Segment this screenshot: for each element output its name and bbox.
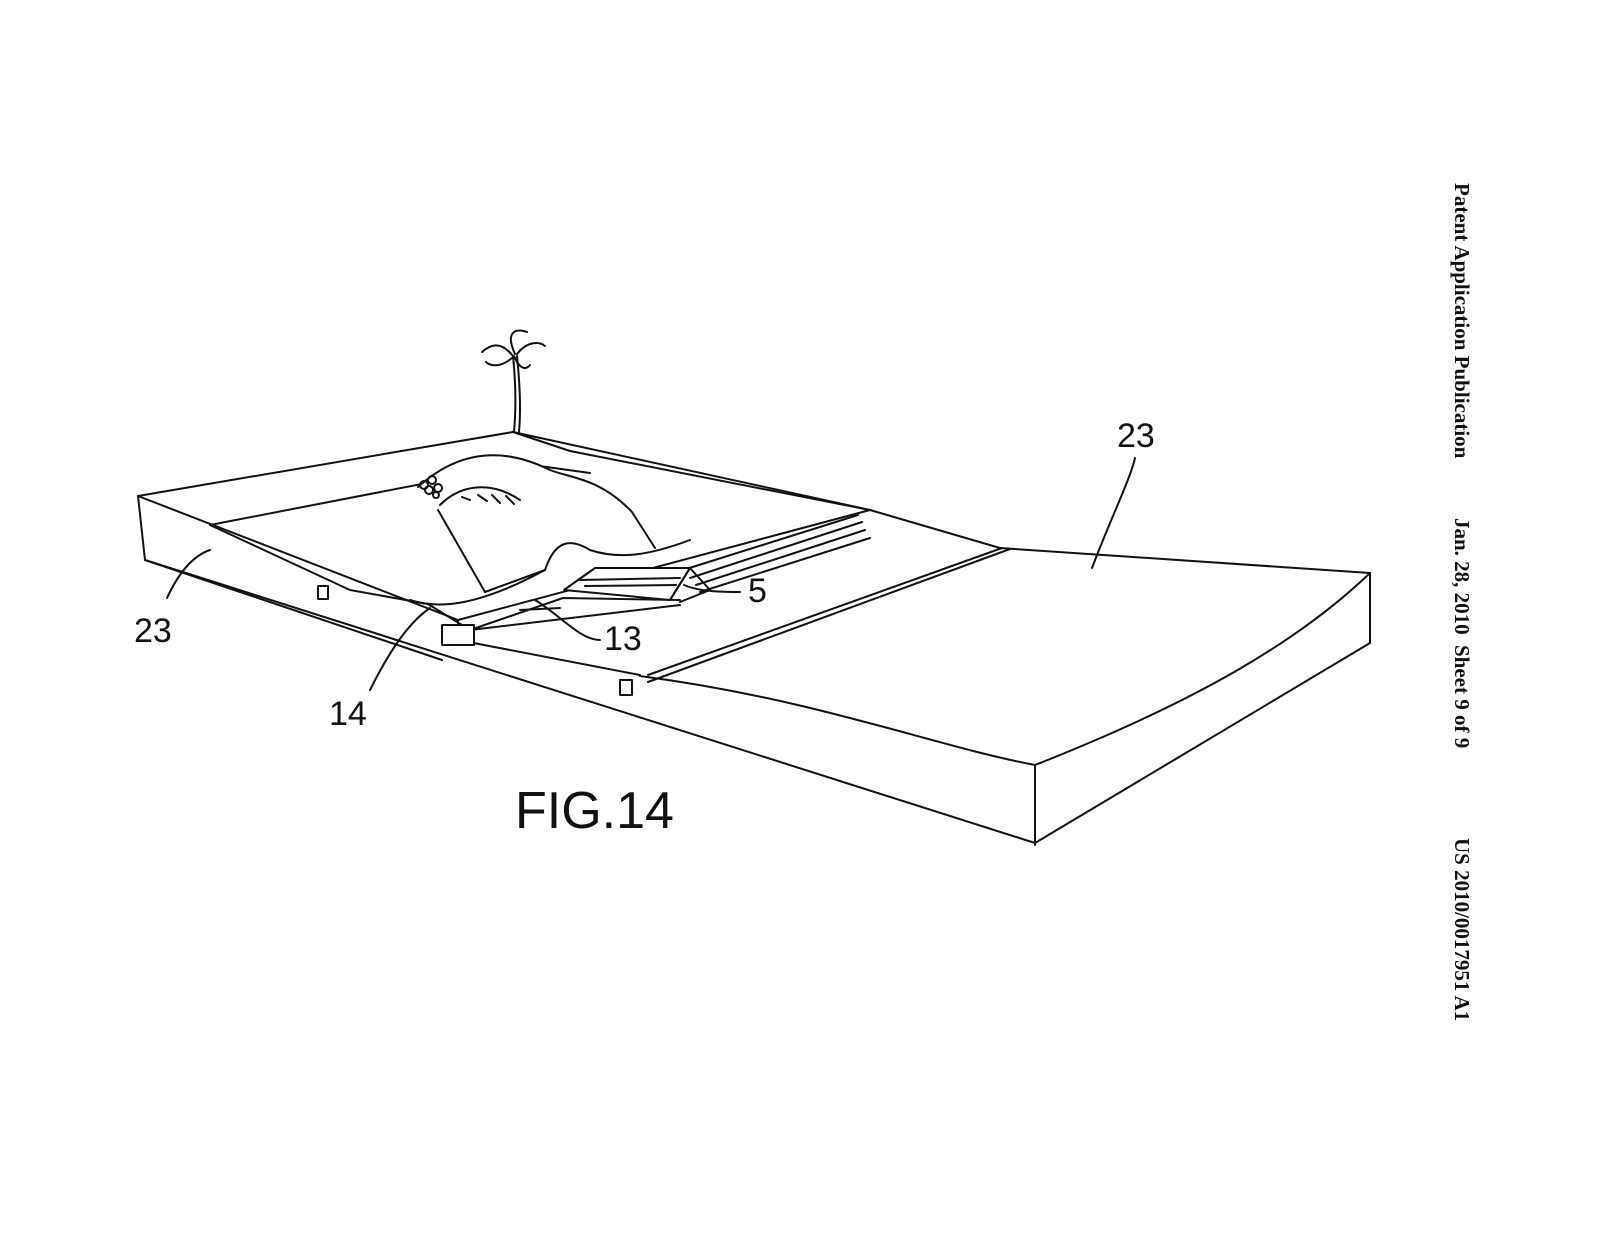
ref-numeral-13: 13 bbox=[604, 620, 642, 658]
base-slab bbox=[144, 509, 1371, 846]
sheet-number: Sheet 9 of 9 bbox=[1450, 645, 1474, 749]
ref-numeral-14: 14 bbox=[329, 695, 367, 733]
publication-date: Jan. 28, 2010 bbox=[1450, 518, 1474, 635]
rocks-cluster bbox=[419, 475, 443, 499]
palm-tree-icon bbox=[481, 329, 546, 433]
channel-rails bbox=[682, 514, 871, 593]
ref-numeral-23-right: 23 bbox=[1117, 417, 1155, 455]
publication-title: Patent Application Publication bbox=[1450, 183, 1474, 459]
wave-generator-unit bbox=[563, 567, 711, 603]
support-posts bbox=[317, 585, 633, 696]
wave-surface bbox=[409, 454, 691, 631]
figure-label: FIG.14 bbox=[515, 782, 674, 840]
leader-lines bbox=[166, 457, 1136, 691]
patent-header: Patent Application Publication Jan. 28, … bbox=[1440, 183, 1480, 1053]
ramp-element bbox=[469, 597, 681, 631]
ref-numeral-23-left: 23 bbox=[134, 612, 172, 650]
publication-number: US 2010/0017951 A1 bbox=[1450, 838, 1474, 1022]
ref-numeral-5: 5 bbox=[748, 572, 767, 610]
